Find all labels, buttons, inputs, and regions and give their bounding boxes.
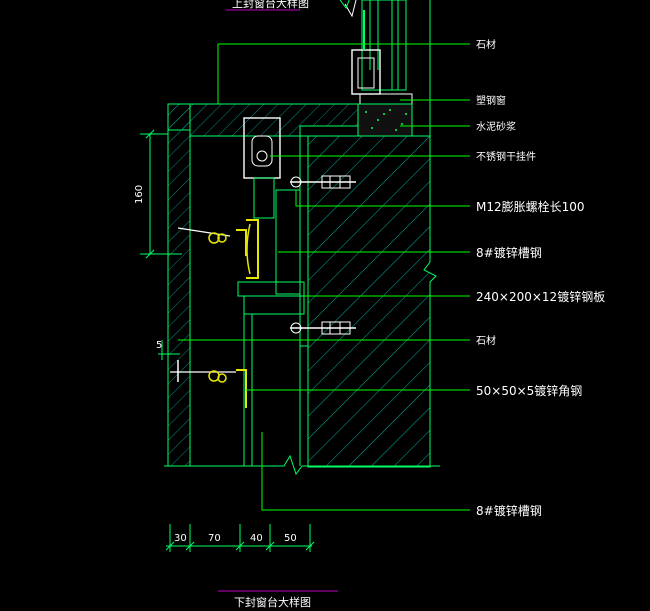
dimension-gap xyxy=(158,340,180,360)
callout-channel-lower: 8#镀锌槽钢 xyxy=(476,504,542,518)
bottom-title: 下封窗台大样图 xyxy=(234,595,311,609)
steel-plate xyxy=(299,135,309,347)
plastic-steel-window xyxy=(344,0,413,105)
dim-30: 30 xyxy=(174,533,187,544)
dim-40: 40 xyxy=(250,533,263,544)
mortar-speckle xyxy=(365,109,407,131)
stone-sill-top xyxy=(167,103,359,137)
dim-50: 50 xyxy=(284,533,297,544)
stone-pin-upper xyxy=(177,227,247,256)
break-line xyxy=(164,454,440,476)
callout-angle-steel: 50×50×5镀锌角钢 xyxy=(476,384,582,398)
stainless-hanger xyxy=(243,117,281,219)
callout-stone-bottom: 石材 xyxy=(476,334,496,347)
cement-mortar xyxy=(357,103,413,137)
dimension-horizontal xyxy=(165,524,315,552)
top-break xyxy=(339,0,350,10)
dim-160: 160 xyxy=(134,185,145,204)
leader-lines xyxy=(178,43,470,511)
callout-hanger: 不锈钢干挂件 xyxy=(476,150,536,163)
callout-stone-top: 石材 xyxy=(476,38,496,51)
callout-steel-plate: 240×200×12镀锌钢板 xyxy=(476,290,605,304)
dim-70: 70 xyxy=(208,533,221,544)
dimension-vertical xyxy=(140,129,182,259)
anchor-bolt-lower xyxy=(290,321,356,335)
concrete-wall xyxy=(307,0,437,468)
dim-5: 5 xyxy=(156,340,162,351)
stone-pin-lower xyxy=(170,360,247,408)
callout-anchor-bolt: M12膨胀螺栓长100 xyxy=(476,199,585,214)
callout-window: 塑钢窗 xyxy=(476,94,506,107)
stone-facing xyxy=(167,103,191,467)
callout-channel-upper: 8#镀锌槽钢 xyxy=(476,246,542,260)
callout-mortar: 水泥砂浆 xyxy=(476,120,516,133)
top-title: 上封窗台大样图 xyxy=(232,0,309,10)
anchor-bolt-upper xyxy=(290,175,356,189)
